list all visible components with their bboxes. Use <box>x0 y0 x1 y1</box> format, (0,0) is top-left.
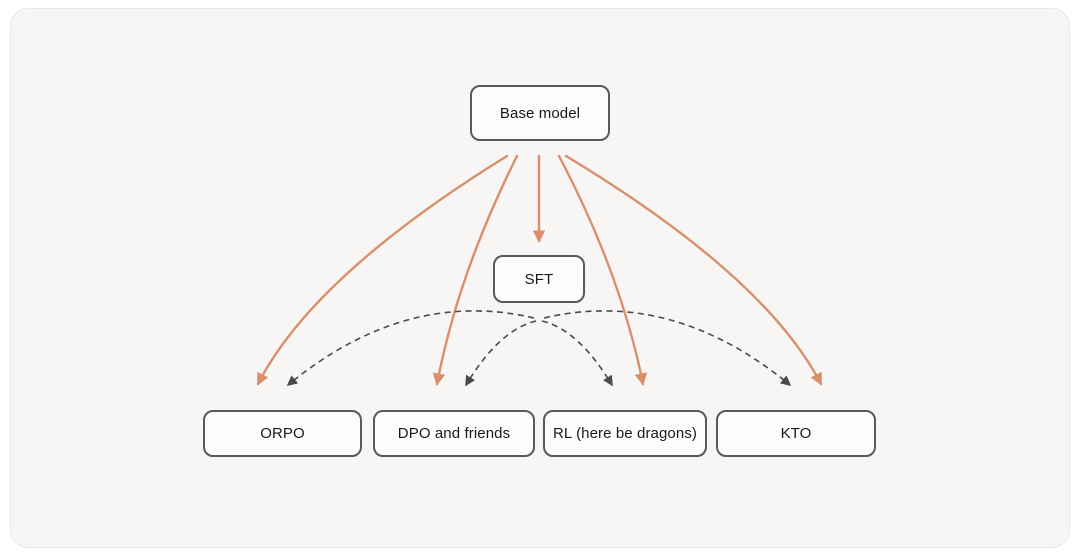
node-rl-label: RL (here be dragons) <box>552 425 698 442</box>
node-sft: SFT <box>493 255 585 303</box>
node-kto: KTO <box>716 410 876 457</box>
node-kto-label: KTO <box>780 425 812 442</box>
node-base-model-label: Base model <box>499 104 581 122</box>
node-dpo: DPO and friends <box>373 410 535 457</box>
node-dpo-label: DPO and friends <box>397 425 511 442</box>
node-orpo: ORPO <box>203 410 362 457</box>
node-rl: RL (here be dragons) <box>543 410 707 457</box>
node-orpo-label: ORPO <box>260 425 305 442</box>
node-sft-label: SFT <box>524 270 554 288</box>
node-base-model: Base model <box>470 85 610 141</box>
